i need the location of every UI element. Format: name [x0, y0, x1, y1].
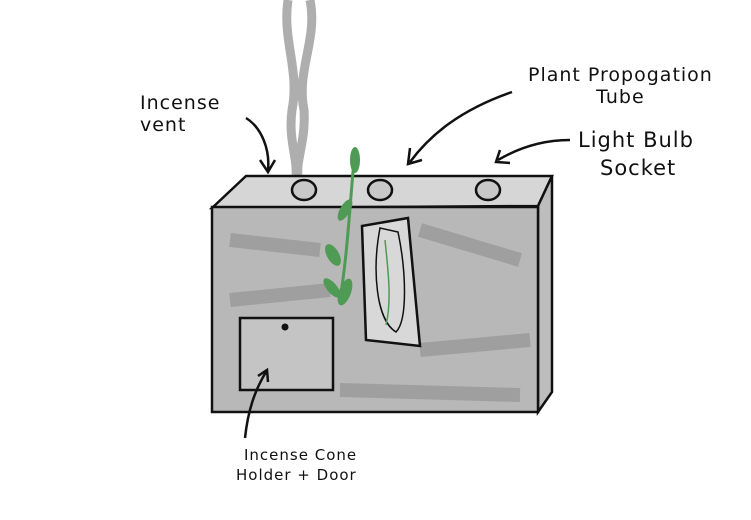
label-line: Plant Propogation [528, 64, 713, 86]
light-socket-hole [474, 178, 502, 202]
label-line: Incense Cone [244, 446, 358, 464]
label-line: Light Bulb [578, 128, 694, 152]
label-line: vent [140, 114, 187, 136]
label-line: Holder + Door [236, 466, 357, 484]
label-incense-vent: Incense vent [140, 92, 220, 136]
plant [323, 147, 390, 326]
plant-tube-hole [366, 178, 394, 202]
incense-vent-hole [290, 178, 318, 202]
label-line: Tube [596, 86, 645, 108]
label-line: Socket [600, 156, 677, 180]
label-line: Incense [140, 92, 221, 114]
smoke [282, 0, 317, 176]
label-light-socket: Light Bulb Socket [578, 126, 694, 182]
box-side [536, 175, 554, 416]
arrows [243, 90, 571, 439]
door-knob [281, 323, 289, 331]
label-cone-holder: Incense Cone Holder + Door [236, 445, 357, 485]
label-plant-tube: Plant Propogation Tube [528, 64, 713, 108]
